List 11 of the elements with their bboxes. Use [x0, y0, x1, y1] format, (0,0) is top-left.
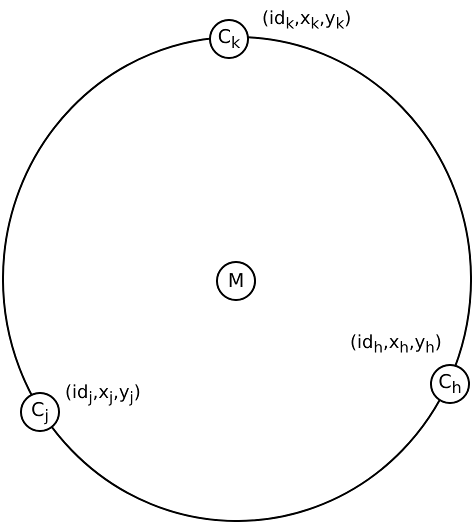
node-label: M	[228, 270, 244, 292]
circle-node	[216, 261, 256, 302]
node-label: C$_{j}$	[31, 400, 49, 424]
coordinate-label: (id$_{k}$,x$_{k}$,y$_{k}$)	[262, 9, 352, 32]
circle-node	[430, 364, 470, 404]
circle-node	[20, 392, 60, 432]
node-label: C$_{k}$	[218, 26, 240, 52]
circle-node	[209, 19, 249, 59]
node-label: C$_{h}$	[438, 372, 462, 396]
coordinate-label: (id$_{j}$,x$_{j}$,y$_{j}$)	[65, 383, 141, 406]
coordinate-label: (id$_{h}$,x$_{h}$,y$_{h}$)	[350, 333, 442, 356]
